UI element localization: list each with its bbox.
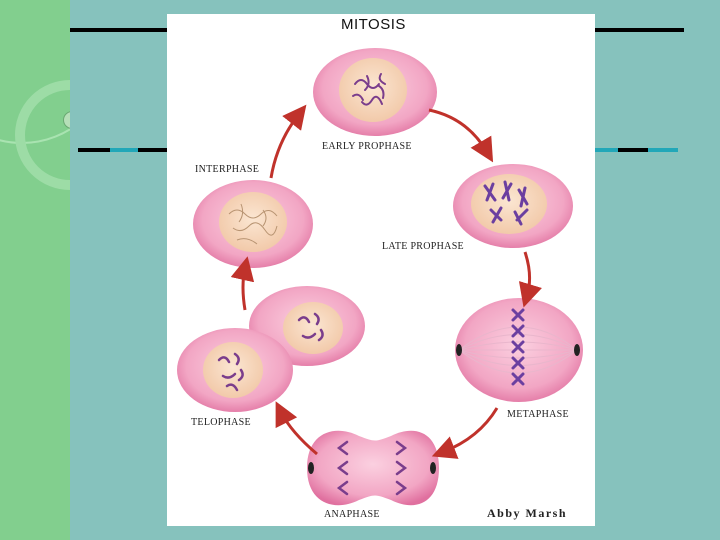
label-telophase: TELOPHASE [191,417,251,428]
cycle-arrows [230,104,542,459]
cell-metaphase [455,298,583,402]
figure-title: MITOSIS [341,16,406,33]
arrow-metaphase-to-anaphase [431,407,499,459]
cell-anaphase [307,430,439,506]
cell-interphase [193,180,313,268]
label-interphase: INTERPHASE [195,164,259,175]
arrow-anaphase-to-telophase [275,401,318,456]
mitosis-diagram: MITOSIS [177,16,583,520]
sidebar-decoration [0,0,70,540]
mitosis-figure: MITOSIS [167,14,595,526]
cell-late-prophase [453,164,573,248]
label-early-prophase: EARLY PROPHASE [322,141,412,152]
cell-early-prophase [313,48,437,136]
label-anaphase: ANAPHASE [324,509,380,520]
cell-telophase [177,286,365,412]
label-late-prophase: LATE PROPHASE [382,241,464,252]
label-metaphase: METAPHASE [507,409,569,420]
credit-signature: Abby Marsh [487,506,567,520]
arrow-telophase-to-interphase [230,256,255,311]
arrow-late-to-metaphase [518,251,542,308]
arrow-interphase-to-early [269,104,307,179]
arrow-early-to-late [428,108,494,163]
